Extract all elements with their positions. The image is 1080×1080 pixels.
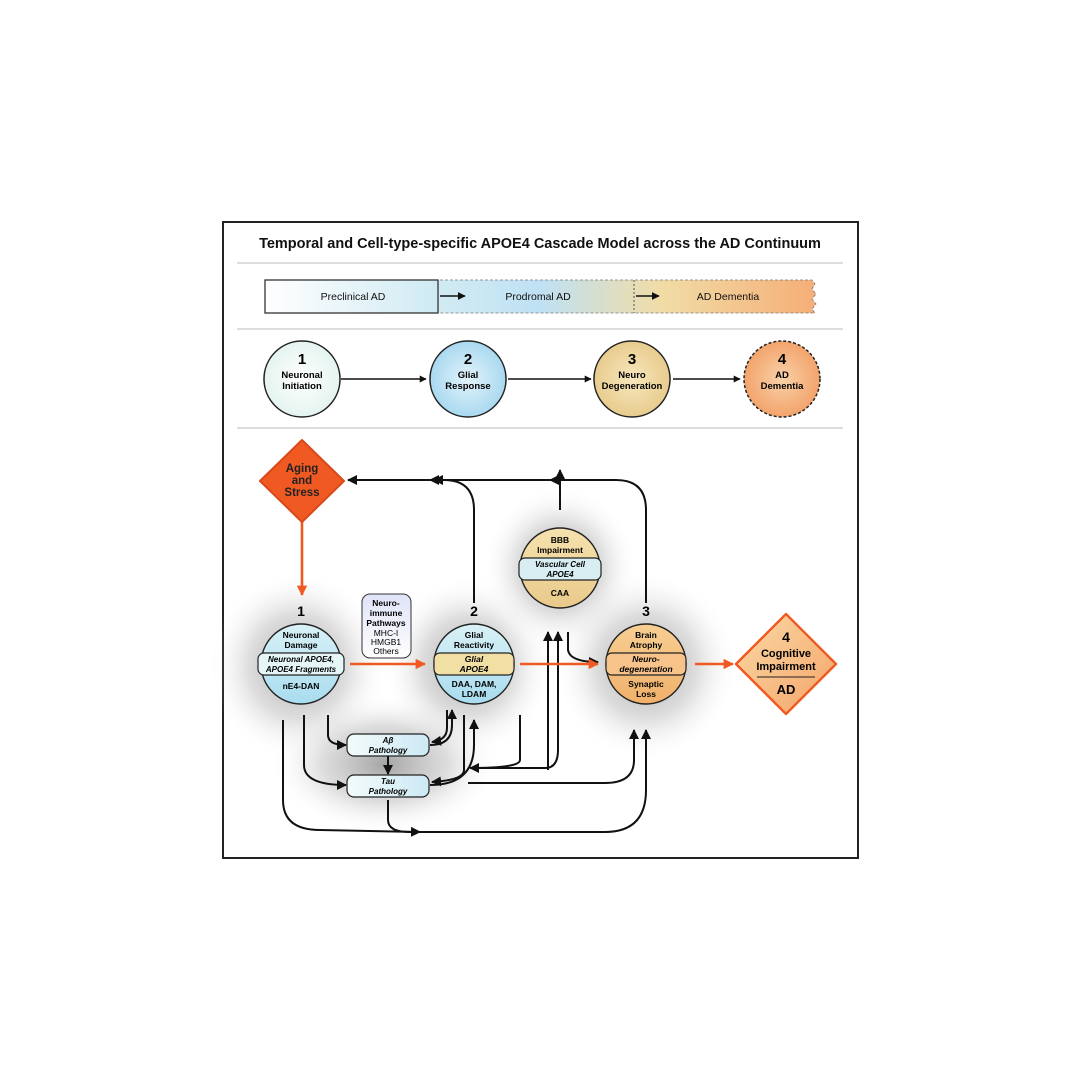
neuronal-band <box>257 652 345 676</box>
arrow-glial-tau-return <box>431 715 465 787</box>
preclinical-label: Preclinical AD <box>321 291 386 303</box>
cognitive-number: 4 <box>782 629 790 645</box>
arrow-neuron-to-abeta <box>327 715 347 750</box>
cognitive-line1: Cognitive <box>761 648 811 660</box>
tau-line1: Tau <box>381 777 395 786</box>
arrow-bbb-input-2 <box>470 631 563 769</box>
neuronal-bottom: nE4-DAN <box>283 681 320 691</box>
neuroimmune-item1: MHC-I <box>374 628 399 638</box>
bbb-band1: Vascular Cell <box>535 560 586 569</box>
glial-band <box>433 652 515 676</box>
neuronal-band1: Neuronal APOE4, <box>268 655 334 664</box>
brain-atrophy-node: 3 Brain Atrophy Neuro- degeneration Syna… <box>605 603 687 705</box>
neuroimmune-head2: immune <box>370 608 403 618</box>
arrow-brain-to-top <box>549 475 647 603</box>
brain-band1: Neuro- <box>632 654 660 664</box>
glial-bottom1: DAA, DAM, <box>452 679 497 689</box>
figure-title: Temporal and Cell-type-specific APOE4 Ca… <box>259 236 821 252</box>
dementia-label: AD Dementia <box>697 291 760 303</box>
brain-band2: degeneration <box>619 664 672 674</box>
neuroimmune-item3: Others <box>373 646 399 656</box>
arrow-glial-to-abeta <box>431 710 448 746</box>
abeta-pathology-pill: Aβ Pathology <box>346 733 430 757</box>
stage-1-number: 1 <box>298 351 306 368</box>
bbb-top2: Impairment <box>537 545 583 555</box>
neuroimmune-item2: HMGB1 <box>371 637 402 647</box>
brain-bottom1: Synaptic <box>628 679 664 689</box>
bbb-band2: APOE4 <box>545 570 574 579</box>
brain-band <box>605 652 687 676</box>
stage-3-circle: 3 Neuro Degeneration <box>593 340 671 418</box>
bbb-impairment-node: BBB Impairment Vascular Cell APOE4 CAA <box>518 527 602 609</box>
glial-number: 2 <box>470 603 478 619</box>
stage-4-number: 4 <box>778 351 787 368</box>
neuronal-number: 1 <box>297 603 305 619</box>
stage-2-line1: Glial <box>458 370 479 381</box>
brain-number: 3 <box>642 603 650 619</box>
bbb-bottom: CAA <box>551 588 569 598</box>
arrow-mid-bottom <box>469 715 521 773</box>
neuronal-top1: Neuronal <box>283 630 320 640</box>
stage-3-number: 3 <box>628 351 636 368</box>
abeta-line1: Aβ <box>382 736 394 745</box>
stage-4-line1: AD <box>775 370 789 381</box>
glial-band2: APOE4 <box>459 664 489 674</box>
preclinical-box <box>264 279 439 314</box>
neuronal-top2: Damage <box>284 640 317 650</box>
glial-top1: Glial <box>465 630 483 640</box>
stage-1-circle: 1 Neuronal Initiation <box>263 340 341 418</box>
stage-4-circle: 4 AD Dementia <box>743 340 821 418</box>
glial-bottom2: LDAM <box>462 689 487 699</box>
main-cascade-arrows <box>296 522 735 670</box>
arrow-neuron-to-tau <box>303 715 347 790</box>
bbb-top1: BBB <box>551 535 569 545</box>
aging-line3: Stress <box>284 487 319 499</box>
aging-line1: Aging <box>286 463 319 475</box>
stage-2-line2: Response <box>445 381 490 392</box>
stage-1-line2: Initiation <box>282 381 322 392</box>
bbb-band <box>518 557 602 581</box>
neuronal-damage-node: 1 Neuronal Damage Neuronal APOE4, APOE4 … <box>257 603 345 705</box>
neuroimmune-head1: Neuro- <box>372 598 400 608</box>
stage-3-line1: Neuro <box>618 370 646 381</box>
aging-stress-node: Aging and Stress <box>259 439 345 523</box>
stage-3-line2: Degeneration <box>602 381 663 392</box>
neuroimmune-head3: Pathways <box>366 618 405 628</box>
stage-1-line1: Neuronal <box>281 370 322 381</box>
glial-reactivity-node: 2 Glial Reactivity Glial APOE4 DAA, DAM,… <box>433 603 515 705</box>
brain-top1: Brain <box>635 630 657 640</box>
arrow-tau-to-brain <box>468 729 639 784</box>
brain-bottom2: Loss <box>636 689 656 699</box>
tau-line2: Pathology <box>369 787 408 796</box>
cognitive-line3: AD <box>777 682 796 697</box>
brain-top2: Atrophy <box>630 640 663 650</box>
abeta-line2: Pathology <box>369 746 408 755</box>
cognitive-impairment-node: 4 Cognitive Impairment AD <box>734 612 838 716</box>
ad-continuum-bar: Preclinical AD Prodromal AD AD Dementia <box>264 279 817 314</box>
arrow-neuron-bottom-loop <box>282 720 421 837</box>
neuronal-band2: APOE4 Fragments <box>265 665 337 674</box>
prodromal-label: Prodromal AD <box>505 291 571 303</box>
glial-top2: Reactivity <box>454 640 494 650</box>
aging-line2: and <box>292 475 312 487</box>
arrow-long-to-brain <box>387 729 651 833</box>
stage-2-number: 2 <box>464 351 472 368</box>
stage-4-line2: Dementia <box>761 381 804 392</box>
glial-band1: Glial <box>465 654 484 664</box>
cognitive-line2: Impairment <box>756 661 816 673</box>
tau-pathology-pill: Tau Pathology <box>346 774 430 798</box>
neuroimmune-pathways-box: Neuro- immune Pathways MHC-I HMGB1 Other… <box>361 593 412 659</box>
stage-row: 1 Neuronal Initiation 2 Glial Response 3… <box>263 340 821 418</box>
stage-2-circle: 2 Glial Response <box>429 340 507 418</box>
